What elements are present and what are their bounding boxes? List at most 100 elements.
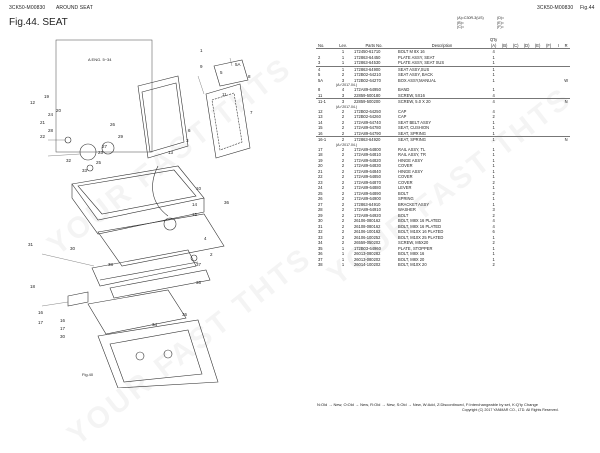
- copyright: Copyright (C) 2017 YANMAR CO., LTD. All …: [462, 408, 559, 412]
- row-qty-a: 2: [492, 212, 495, 218]
- row-qty-a: 1: [492, 87, 495, 92]
- fig-ref: Fig.44: [580, 5, 595, 11]
- qty-header: Q'ty: [490, 37, 498, 42]
- callout: 8: [248, 74, 251, 79]
- row-note: (A>'2017.04.): [336, 142, 358, 147]
- row-parts-no: 22859-500180: [352, 92, 396, 99]
- row-lev: 1: [341, 54, 345, 60]
- row-description: LEVER: [398, 185, 412, 190]
- row-qty-a: 1: [492, 196, 495, 201]
- row-i: [554, 262, 562, 268]
- row-parts-no: 172A89-64910: [354, 207, 381, 212]
- row-description: SEAT ASSY,SUS: [398, 66, 430, 72]
- row-r: W: [564, 77, 569, 83]
- row-lev: 2: [341, 146, 345, 152]
- row-qty-a: 1: [492, 66, 495, 72]
- row-no: 8: [318, 87, 321, 92]
- row-r: [562, 130, 571, 137]
- row-parts-no: 172B02-64270: [354, 77, 381, 83]
- row-lev: 2: [341, 72, 345, 77]
- row-qty-a: 1: [492, 234, 495, 240]
- row-lev: 2: [341, 218, 345, 223]
- row-parts-no: 172B03-64960: [354, 245, 381, 251]
- row-description: HINGE ASSY: [398, 168, 423, 174]
- callout: 5: [220, 70, 223, 75]
- row-parts-no: 172A89-64890: [354, 190, 381, 196]
- row-description: CAP: [398, 108, 407, 114]
- callout: 4: [204, 236, 207, 241]
- row-qty-a: 2: [492, 114, 495, 119]
- callout: 26: [110, 122, 116, 127]
- row-qty-a: 4: [492, 49, 495, 54]
- callout: 23: [98, 150, 104, 155]
- callout: 3: [186, 138, 189, 143]
- row-r: [562, 92, 571, 99]
- row-qty-a: 1: [492, 146, 495, 152]
- col-qty-a-header: Q'ty(A): [488, 37, 499, 48]
- row-no: 35: [318, 245, 323, 251]
- row-i: [554, 92, 563, 99]
- row-lev: 1: [341, 251, 345, 256]
- row-qty-a: 1: [492, 163, 495, 168]
- col-qty-d-header: (D): [523, 42, 530, 48]
- row-no: 11: [316, 92, 334, 99]
- row-lev: 1: [341, 66, 345, 72]
- row-lev: 2: [341, 185, 345, 190]
- row-no: 2: [318, 54, 321, 60]
- row-no: 17: [318, 146, 323, 152]
- row-no: 29: [318, 212, 323, 218]
- callout: 11: [222, 92, 227, 97]
- row-description: BOLT, M8X 16 PLATED: [398, 223, 442, 229]
- row-no: 24: [318, 185, 323, 190]
- callout: 35: [196, 280, 202, 285]
- revision-legend: N:Old → New, O:Old → New, R:Old → New, S…: [317, 402, 539, 407]
- row-description: BOX ASSY,MANUAL: [398, 77, 437, 83]
- row-no: 19: [318, 157, 323, 163]
- row-qty-c: [510, 92, 522, 99]
- row-qty-f: [543, 60, 555, 67]
- row-qty-a: 1: [488, 60, 500, 67]
- row-qty-e: [532, 60, 544, 67]
- row-qty-b: [499, 92, 511, 99]
- row-parts-no: 172A89-64780: [354, 125, 381, 130]
- row-description: SCREW, 5.0 X 20: [398, 99, 431, 104]
- row-qty-a: 6: [492, 229, 495, 234]
- row-lev: 2: [341, 190, 345, 196]
- row-lev: 2: [341, 174, 345, 179]
- row-description: PLATE, STOPPER: [398, 245, 433, 251]
- callout: 28: [48, 128, 54, 133]
- table-header-row: No. Lev. Parts No. Description Q'ty(A) (…: [316, 37, 570, 48]
- callout: 7: [250, 110, 253, 115]
- row-parts-no: 26108-080162: [354, 223, 381, 229]
- row-parts-no: 172863-64530: [352, 60, 396, 67]
- row-qty-a: 1: [492, 256, 495, 262]
- row-parts-no: 172A89-64800: [354, 146, 381, 152]
- table-note-row: (A>'2017.04.): [316, 143, 570, 147]
- row-description: BOLT: [398, 190, 409, 196]
- row-qty-a: 3: [492, 207, 495, 212]
- fig-label: Fig.40: [82, 372, 94, 377]
- callout: 14: [192, 202, 198, 207]
- row-description: BOLT, M8X 20: [398, 256, 425, 262]
- callout: 31: [28, 242, 34, 247]
- row-parts-no: 26014-100202: [354, 262, 381, 267]
- callout: 6: [188, 128, 191, 133]
- callout: 13: [168, 150, 174, 155]
- header-rule: [316, 48, 571, 49]
- row-description: SPRING: [398, 196, 414, 201]
